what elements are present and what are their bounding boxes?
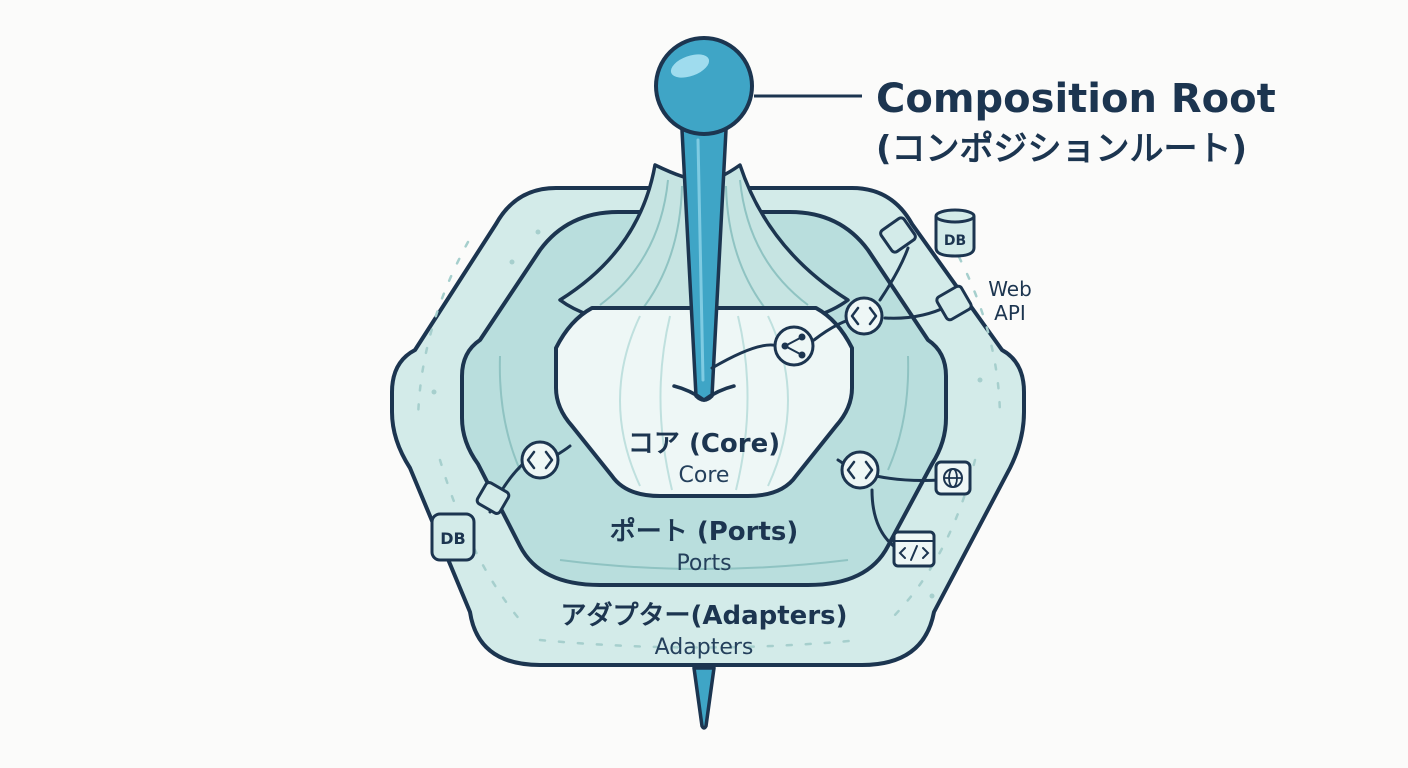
- port-left-icon[interactable]: [520, 440, 560, 480]
- db-left-label: DB: [440, 529, 465, 548]
- core-label: コア (Core): [628, 429, 780, 459]
- port-right-icon[interactable]: [840, 450, 880, 490]
- port-top-icon[interactable]: [844, 296, 884, 336]
- web-api-label-line1: Web: [988, 277, 1032, 301]
- core-sublabel: Core: [679, 463, 730, 488]
- plug-connector-right: [935, 284, 973, 322]
- composition-root-title: Composition Root: [876, 76, 1276, 122]
- database-left-icon[interactable]: DB: [430, 512, 476, 562]
- composition-root-pin[interactable]: [654, 36, 862, 730]
- database-top-icon[interactable]: DB: [934, 208, 976, 258]
- adapters-label: アダプター(Adapters): [560, 600, 847, 631]
- ports-sublabel: Ports: [676, 551, 731, 576]
- plug-connector-top: [879, 216, 917, 254]
- composition-root-subtitle: (コンポジションルート): [876, 129, 1247, 169]
- code-window-icon[interactable]: [892, 530, 936, 568]
- plug-connector-left: [475, 481, 511, 515]
- db-top-label: DB: [944, 233, 966, 249]
- web-api-label-line2: API: [994, 301, 1026, 325]
- globe-icon[interactable]: [934, 460, 972, 496]
- ports-label: ポート (Ports): [610, 516, 798, 547]
- share-node-icon[interactable]: [773, 325, 815, 367]
- adapters-sublabel: Adapters: [655, 635, 754, 660]
